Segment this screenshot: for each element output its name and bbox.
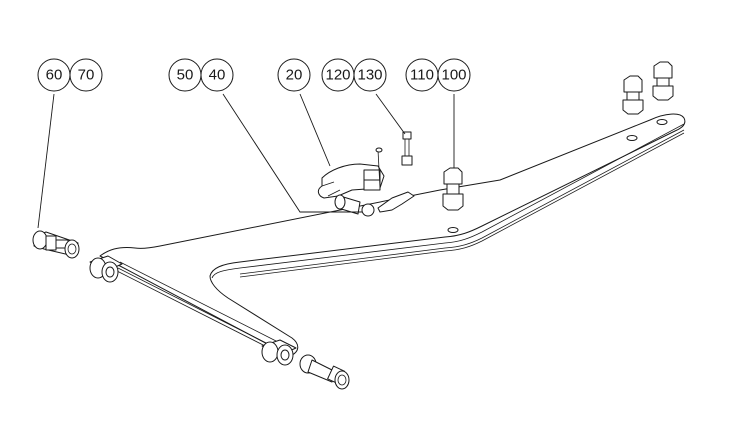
balloon-label: 40: [209, 67, 226, 84]
left-bushing: [89, 255, 123, 283]
balloon-label: 110: [410, 67, 434, 84]
hex-bolt-nut: [442, 167, 464, 211]
arm-edge-3: [239, 132, 685, 278]
leader-lines: [37, 93, 455, 229]
balloon-label: 120: [325, 67, 350, 84]
balloon-label: 70: [78, 67, 95, 84]
hex-bolt-upper-1: [622, 75, 644, 115]
arm-edge-1: [211, 123, 685, 279]
balloon-70: 70: [69, 58, 103, 92]
balloon-110: 110: [405, 58, 439, 92]
arm-leg-groove-3: [116, 270, 276, 352]
small-bolt: [401, 131, 413, 166]
ball-joint: [334, 194, 375, 217]
balloon-130: 130: [353, 58, 387, 92]
arm-leg-groove-2: [117, 267, 277, 349]
balloon-20: 20: [277, 58, 311, 92]
clamp-bracket: [317, 147, 385, 199]
hex-bolt-upper-2: [652, 61, 674, 101]
hole-3: [656, 119, 668, 125]
hole-2: [626, 135, 638, 141]
bolt-pin-right: [299, 354, 350, 390]
balloon-60: 60: [37, 58, 71, 92]
leader-40: [222, 93, 362, 213]
balloon-100: 100: [437, 58, 471, 92]
arm-leg-groove-1: [119, 261, 279, 343]
leader-60: [37, 93, 55, 229]
bolt-pin-left: [32, 230, 80, 259]
a-frame-arm: [89, 113, 686, 366]
right-bushing: [261, 339, 297, 366]
balloon-label: 130: [357, 67, 382, 84]
balloon-label: 50: [177, 67, 194, 84]
balloon-label: 20: [286, 67, 303, 84]
balloon-40: 40: [200, 58, 234, 92]
balloon-50: 50: [168, 58, 202, 92]
hole-1: [447, 227, 459, 233]
arm-top-face: [99, 113, 686, 357]
balloon-120: 120: [321, 58, 355, 92]
leader-130: [375, 93, 406, 135]
leader-20: [299, 93, 331, 167]
small-bracket: [377, 191, 415, 213]
arm-edge-2: [239, 129, 685, 275]
balloon-label: 100: [441, 67, 466, 84]
balloon-label: 60: [46, 67, 63, 84]
